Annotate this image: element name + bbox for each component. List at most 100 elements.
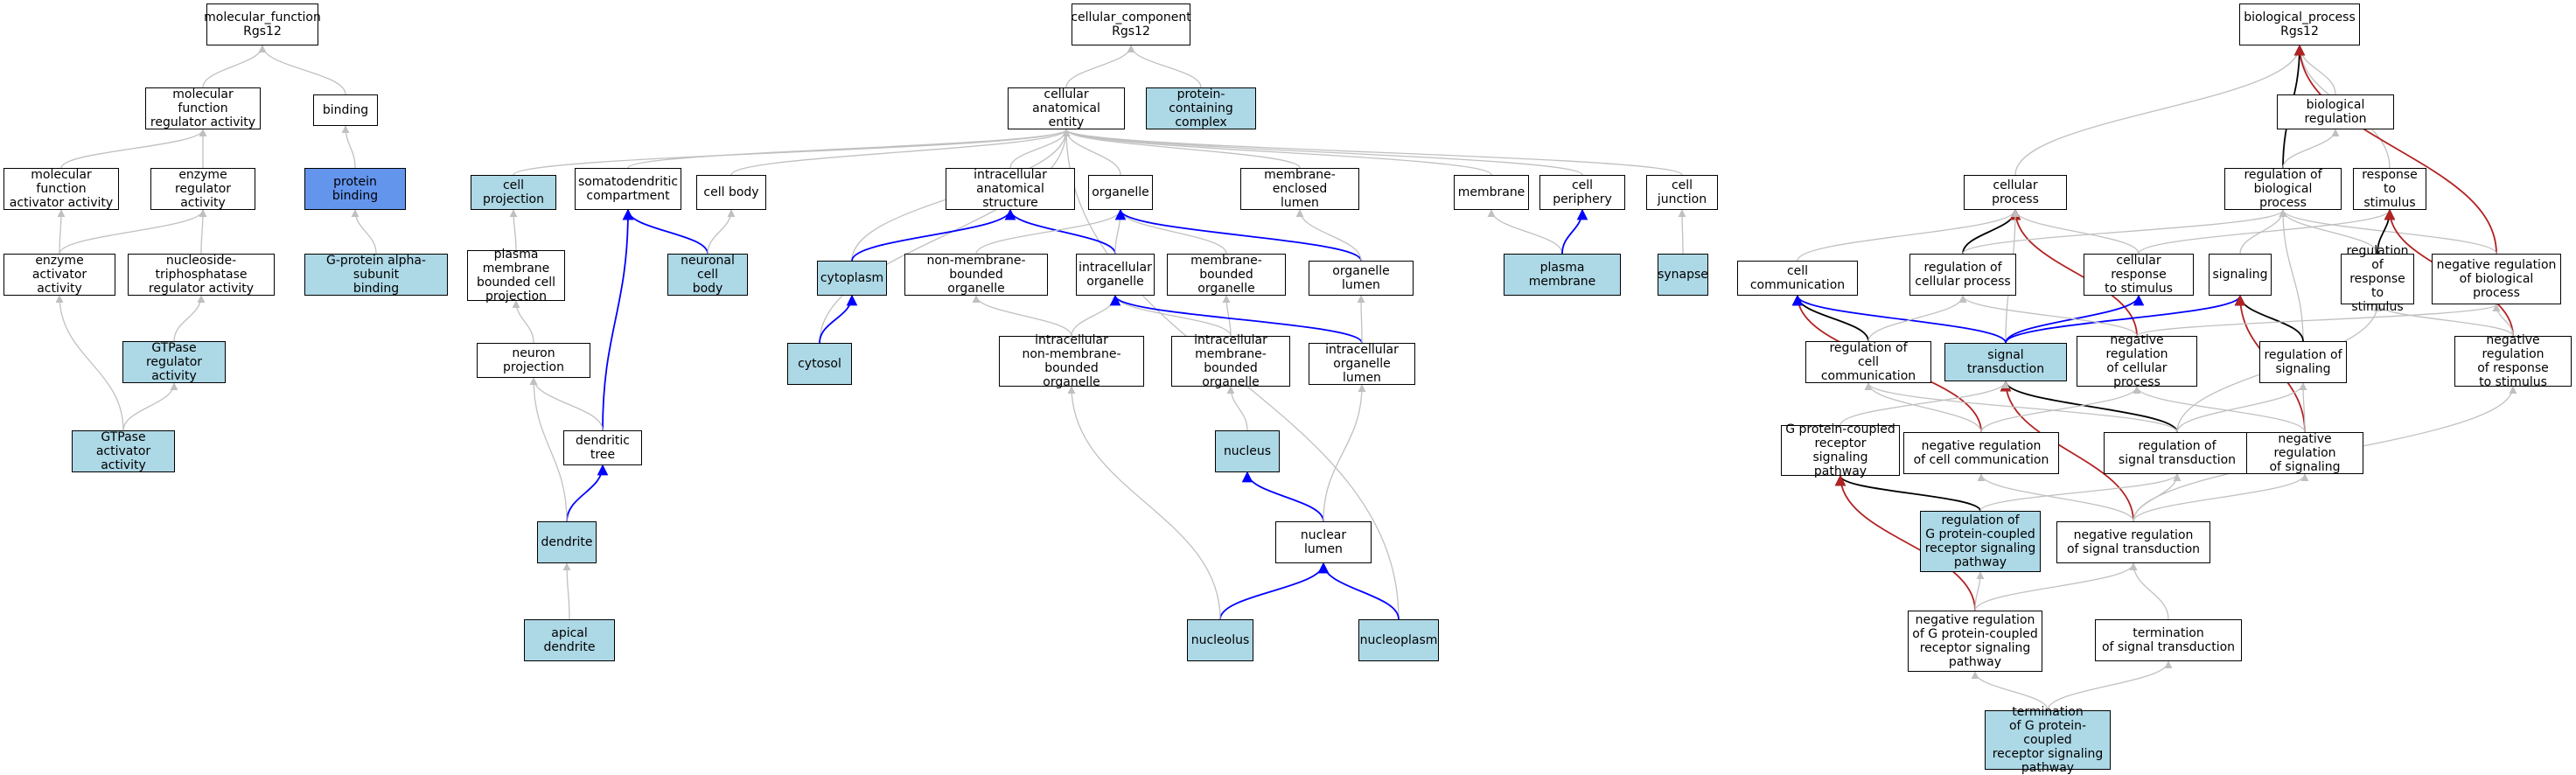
go-term-node-neuron-proj[interactable]: neuron projection (477, 343, 590, 378)
edge-is-a (173, 295, 206, 342)
go-term-node-reg-sig[interactable]: regulation of signaling (2259, 341, 2347, 383)
go-term-node-mf-act-reg[interactable]: molecular function activator activity (3, 168, 119, 210)
go-term-node-reg-rs[interactable]: regulation of response to stimulus (2341, 244, 2414, 314)
go-term-node-binding[interactable]: binding (313, 94, 378, 126)
go-term-node-neg-reg-bp[interactable]: negative regulation of biological proces… (2432, 254, 2561, 304)
edge-is-a (1357, 295, 1365, 344)
edge-part-of (851, 208, 1016, 262)
go-term-node-term-gpcr[interactable]: termination of G protein-coupled recepto… (1985, 705, 2111, 775)
edge-regulates (1834, 474, 1981, 512)
go-term-node-prot-bind[interactable]: protein binding (304, 168, 406, 210)
go-term-node-inmbo[interactable]: intracellular non-membrane-bounded organ… (999, 333, 1144, 389)
go-term-node-enz-act[interactable]: enzyme activator activity (3, 254, 115, 296)
go-term-node-gprot-bind[interactable]: G-protein alpha-subunit binding (304, 254, 448, 296)
edge-is-a (1067, 386, 1221, 620)
go-term-node-ncb[interactable]: neuronal cell body (667, 254, 748, 296)
edge-part-of (566, 464, 609, 522)
go-term-node-cytoplasm[interactable]: cytoplasm (817, 261, 887, 296)
go-term-node-cc-root[interactable]: cellular_component Rgs12 (1071, 3, 1191, 45)
go-term-node-ntp-reg[interactable]: nucleoside-triphosphatase regulator acti… (128, 254, 275, 296)
edge-is-a (1979, 473, 2182, 512)
edge-is-a (1962, 209, 2287, 255)
edge-is-a (1062, 129, 1683, 176)
go-term-node-synapse[interactable]: synapse (1658, 254, 1708, 296)
edge-is-a (1065, 45, 1135, 88)
go-term-node-cell-junc[interactable]: cell junction (1646, 175, 1718, 210)
edge-is-a (2176, 382, 2307, 433)
go-term-node-cell-comm[interactable]: cell communication (1737, 261, 1858, 296)
edge-is-a (1062, 129, 1301, 169)
go-term-node-sig-trans[interactable]: signal transduction (1944, 343, 2067, 381)
go-term-node-resp-stim[interactable]: response to stimulus (2353, 168, 2426, 210)
go-term-node-cae[interactable]: cellular anatomical entity (1008, 87, 1125, 129)
go-term-node-cell-periph[interactable]: cell periphery (1539, 175, 1625, 210)
go-term-node-neg-reg-cp[interactable]: negative regulation of cellular process (2077, 333, 2197, 389)
edge-is-a (55, 295, 124, 431)
go-term-node-bio-reg[interactable]: biological regulation (2277, 94, 2394, 129)
go-term-node-dendrite[interactable]: dendrite (537, 521, 597, 563)
go-term-node-cytosol[interactable]: cytosol (787, 343, 852, 385)
go-term-node-neg-reg-gpcr[interactable]: negative regulation of G protein-coupled… (1908, 611, 2042, 672)
go-term-node-nuc-lumen[interactable]: nuclear lumen (1275, 521, 1372, 563)
edge-part-of (1109, 294, 1363, 344)
go-term-node-cell-resp[interactable]: cellular response to stimulus (2084, 254, 2194, 296)
go-term-node-ias[interactable]: intracellular anatomical structure (946, 168, 1075, 210)
edge-is-a (1840, 381, 2010, 426)
edge-is-a (512, 300, 534, 344)
edge-is-a (2136, 304, 2501, 337)
edge-part-of (1317, 562, 1400, 620)
go-term-node-nucleoplasm[interactable]: nucleoplasm (1358, 619, 1439, 661)
go-term-node-nucleus[interactable]: nucleus (1215, 430, 1280, 472)
edge-is-a (258, 45, 346, 95)
edge-is-a (627, 129, 1071, 169)
go-term-node-iol[interactable]: intracellular organelle lumen (1309, 343, 1415, 385)
edge-is-a (2133, 386, 2306, 433)
edge-is-a (562, 562, 571, 620)
go-term-node-neg-reg-cc[interactable]: negative regulation of cell communicatio… (1903, 432, 2059, 474)
go-term-node-mf-root[interactable]: molecular_function Rgs12 (204, 3, 321, 45)
go-term-node-reg-gpcr[interactable]: regulation of G protein-coupled receptor… (1920, 511, 2041, 572)
edge-is-a (2279, 209, 2497, 255)
edge-is-a (1487, 209, 1563, 255)
go-term-node-enz-reg[interactable]: enzyme regulator activity (150, 168, 255, 210)
go-term-node-term-st[interactable]: termination of signal transduction (2095, 619, 2242, 661)
go-term-node-signaling[interactable]: signaling (2209, 254, 2272, 296)
go-term-node-mel[interactable]: membrane-enclosed lumen (1240, 168, 1359, 210)
go-term-node-neg-reg-rs[interactable]: negative regulation of response to stimu… (2454, 333, 2572, 389)
edge-is-a (975, 209, 1125, 255)
go-term-node-cell-proc[interactable]: cellular process (1964, 175, 2067, 210)
go-term-node-membrane[interactable]: membrane (1454, 175, 1529, 210)
go-term-node-reg-cp[interactable]: regulation of cellular process (1909, 254, 2016, 296)
go-term-node-plasma-mem[interactable]: plasma membrane (1504, 254, 1621, 296)
edge-part-of (1114, 208, 1362, 262)
go-term-node-apical[interactable]: apical dendrite (524, 619, 615, 661)
go-term-node-gtpase-reg[interactable]: GTPase regulator activity (122, 341, 226, 383)
go-term-node-neg-reg-st[interactable]: negative regulation of signal transducti… (2056, 521, 2210, 563)
go-term-node-nmbo[interactable]: non-membrane-bounded organelle (904, 254, 1048, 296)
go-term-node-pmbcp[interactable]: plasma membrane bounded cell projection (467, 248, 565, 304)
go-term-node-somato[interactable]: somatodendritic compartment (575, 168, 681, 210)
go-term-node-mbo[interactable]: membrane-bounded organelle (1167, 254, 1286, 296)
go-term-node-reg-st[interactable]: regulation of signal transduction (2104, 432, 2251, 474)
edge-part-of (1241, 471, 1324, 522)
go-term-node-neg-reg-sig[interactable]: negative regulation of signaling (2246, 432, 2363, 474)
go-term-node-organelle[interactable]: organelle (1088, 175, 1153, 210)
go-term-node-imbo[interactable]: intracellular membrane-bounded organelle (1171, 333, 1290, 389)
edge-regulates (2000, 380, 2178, 433)
edge-is-a (1678, 209, 1686, 255)
go-term-node-pcc[interactable]: protein-containing complex (1146, 87, 1256, 129)
go-term-node-bp-root[interactable]: biological_process Rgs12 (2239, 3, 2360, 45)
go-term-node-dend-tree[interactable]: dendritic tree (563, 430, 642, 465)
go-term-node-cell-body[interactable]: cell body (696, 175, 766, 210)
go-term-node-mf-reg[interactable]: molecular function regulator activity (145, 87, 261, 129)
go-term-node-nucleolus[interactable]: nucleolus (1187, 619, 1253, 661)
go-term-node-org-lumen[interactable]: organelle lumen (1309, 261, 1414, 296)
go-term-node-gtpase-act[interactable]: GTPase activator activity (72, 430, 175, 472)
go-term-node-reg-bp[interactable]: regulation of biological process (2224, 168, 2342, 210)
go-term-node-cell-proj[interactable]: cell projection (471, 175, 556, 210)
go-term-node-gpcr-path[interactable]: G protein-coupled receptor signaling pat… (1781, 422, 1900, 478)
go-term-node-intra-org[interactable]: intracellular organelle (1076, 254, 1155, 296)
edge-is-a (1867, 295, 1967, 342)
go-term-node-reg-cc[interactable]: regulation of cell communication (1805, 341, 1931, 383)
